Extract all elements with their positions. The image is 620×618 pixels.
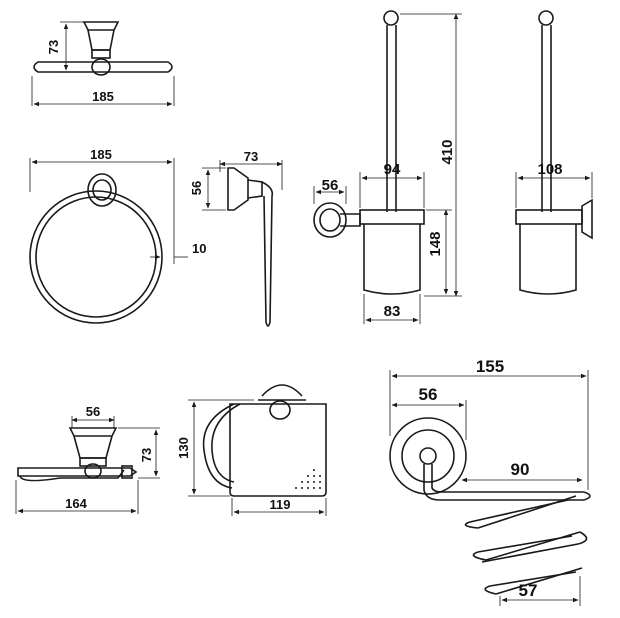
robe-hook-height-label: 56	[189, 181, 204, 195]
towel-bar-height-label: 73	[46, 40, 61, 54]
dryer-total-length-label: 155	[476, 357, 504, 376]
towel-bar-width-label: 185	[92, 89, 114, 104]
towel-ring-depth-label: 10	[192, 241, 206, 256]
dryer-holder-drawing	[389, 370, 591, 606]
soap-dish-base-label: 56	[86, 404, 100, 419]
brush-total-height-label: 410	[439, 139, 456, 164]
brush-side-projection-label: 108	[537, 161, 562, 178]
soap-dish-height-label: 73	[139, 448, 154, 462]
towel-bar-drawing	[31, 21, 175, 107]
brush-holder-side-drawing	[515, 10, 593, 295]
dryer-coil-diameter-label: 57	[519, 581, 538, 600]
brush-cup-height-label: 148	[427, 231, 444, 256]
towel-ring-drawing	[29, 158, 188, 324]
soap-dish-drawing	[15, 416, 160, 514]
dryer-base-diameter-label: 56	[419, 385, 438, 404]
dryer-arm-length-label: 90	[511, 460, 530, 479]
towel-ring-width-label: 185	[90, 147, 112, 162]
brush-base-width-label: 56	[322, 177, 339, 194]
paper-holder-drawing	[188, 384, 327, 516]
brush-holder-front-drawing	[313, 10, 462, 324]
soap-dish-length-label: 164	[65, 496, 87, 511]
paper-holder-width-label: 119	[270, 497, 291, 512]
brush-bottom-width-label: 83	[384, 303, 401, 320]
brush-cup-width-label: 94	[384, 161, 401, 178]
paper-holder-height-label: 130	[176, 437, 191, 459]
robe-hook-drawing	[202, 160, 283, 327]
perforation-dots	[295, 469, 321, 489]
robe-hook-width-label: 73	[244, 149, 258, 164]
